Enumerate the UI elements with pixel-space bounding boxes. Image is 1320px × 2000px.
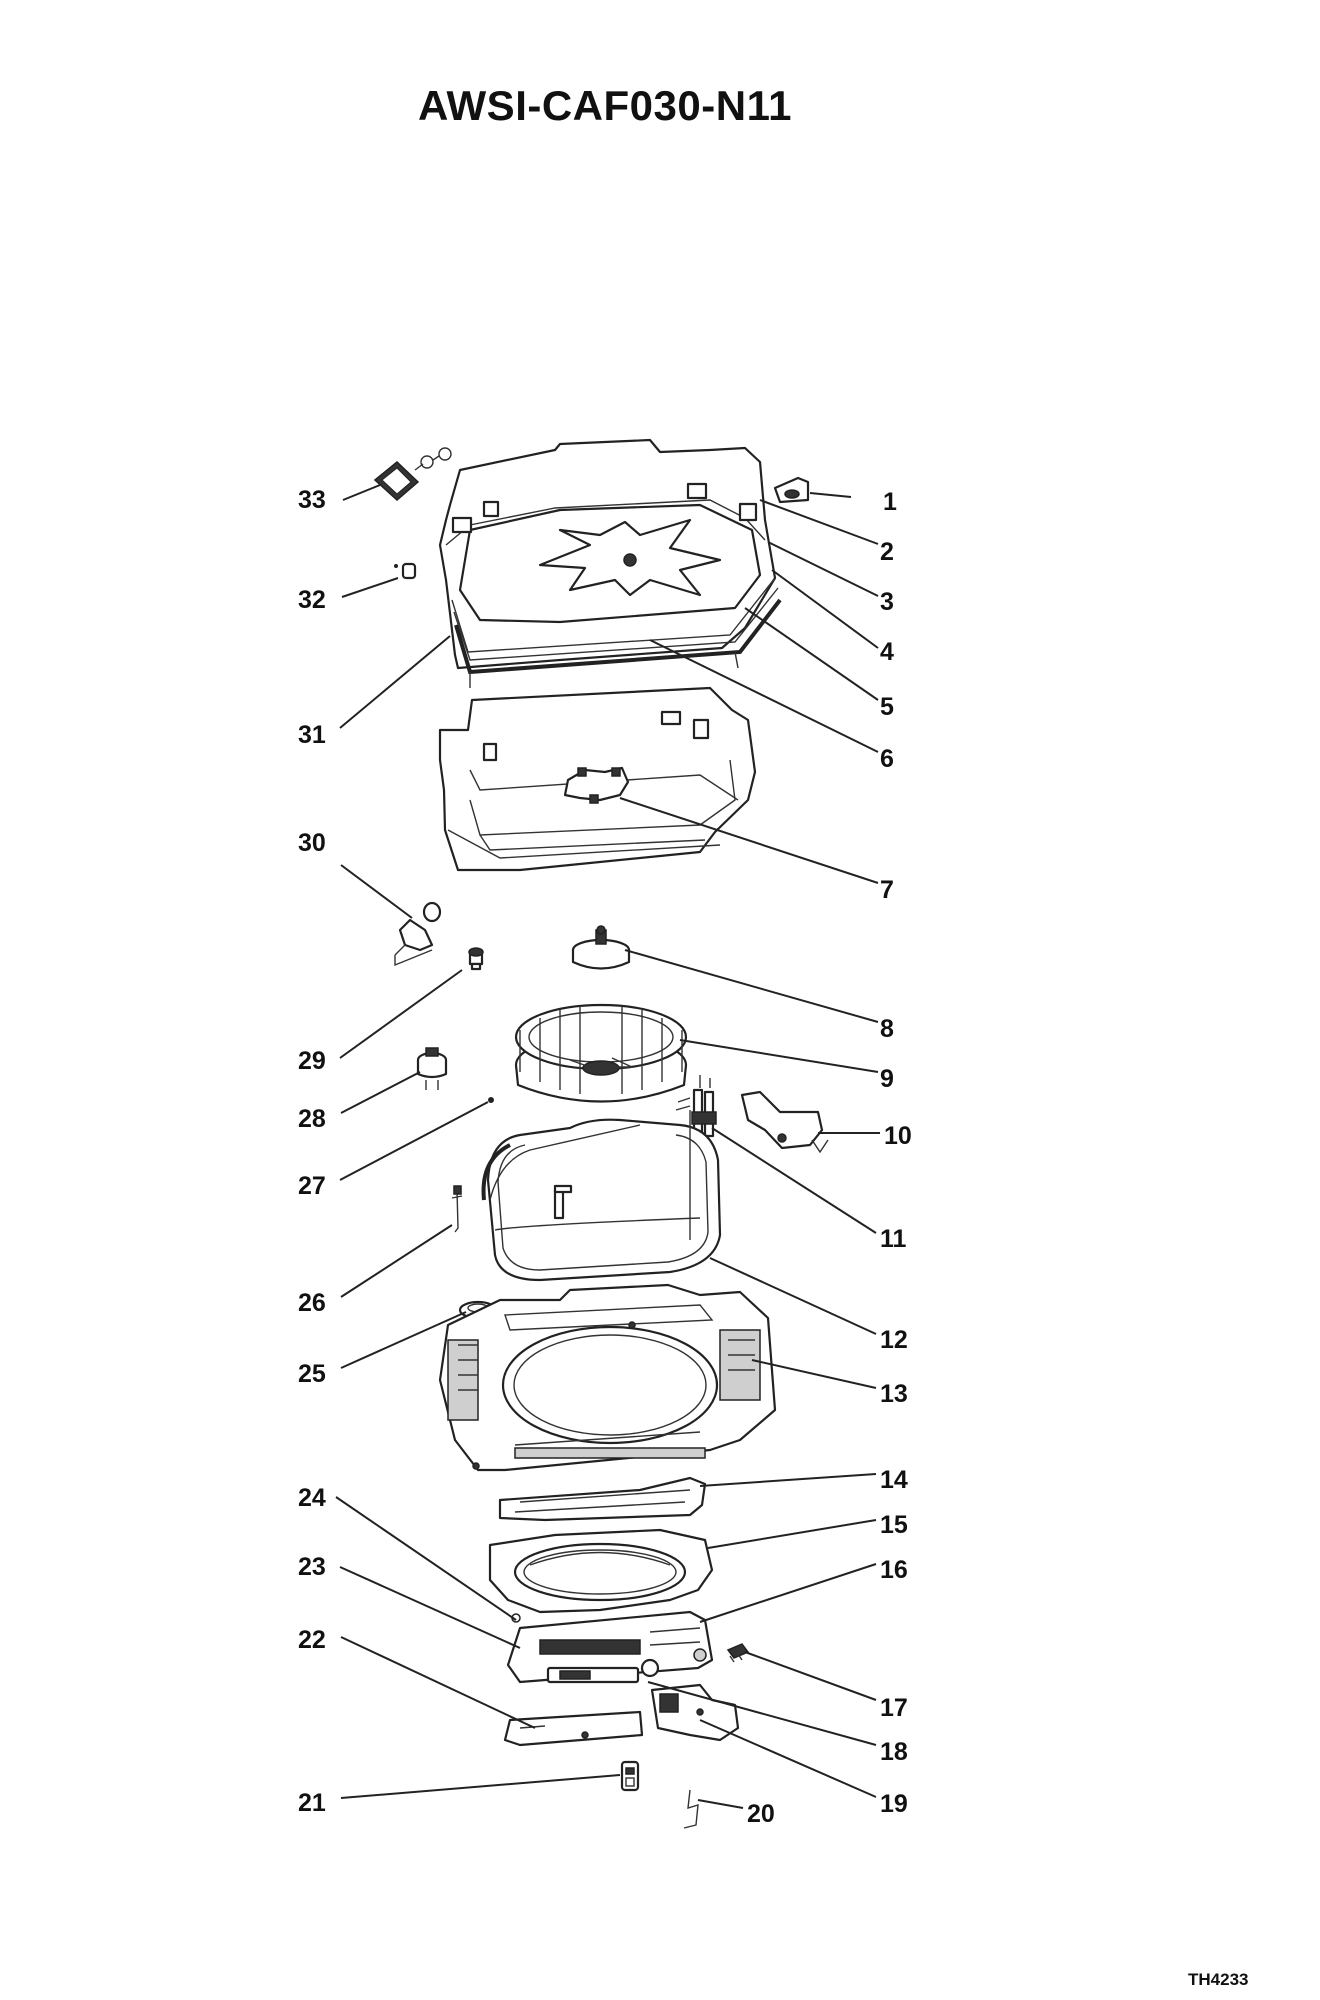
callout-33: 33 [298, 486, 326, 514]
callout-9: 9 [880, 1065, 894, 1093]
part-11-pipe-assembly [675, 1075, 717, 1144]
part-33-control-box [373, 447, 452, 502]
callout-8: 8 [880, 1015, 894, 1043]
callout-14: 14 [880, 1466, 908, 1494]
part-27-screw [488, 1097, 494, 1103]
callout-23: 23 [298, 1553, 326, 1581]
callout-24: 24 [298, 1484, 326, 1512]
part-12-heat-exchanger [481, 1110, 722, 1282]
callout-29: 29 [298, 1047, 326, 1075]
callout-30: 30 [298, 829, 326, 857]
drawing-code: TH4233 [1188, 1970, 1249, 1989]
part-17-connector [726, 1643, 750, 1663]
callout-10: 10 [884, 1122, 912, 1150]
callout-11: 11 [880, 1225, 907, 1253]
callout-28: 28 [298, 1105, 326, 1133]
callout-labels: 33 32 31 30 29 28 27 26 25 24 23 22 21 1… [298, 486, 912, 1828]
part-26-sensor [451, 1185, 463, 1233]
callout-3: 3 [880, 588, 894, 616]
part-13-drain-pan [438, 1283, 777, 1472]
part-1-bracket [773, 476, 810, 504]
callout-4: 4 [880, 638, 894, 666]
top-cabinet-assembly [438, 438, 782, 688]
callout-7: 7 [880, 876, 894, 904]
callout-31: 31 [298, 721, 326, 749]
part-21-remote-control [620, 1760, 640, 1792]
callout-15: 15 [880, 1511, 908, 1539]
part-10-pipe-bracket [740, 1090, 829, 1154]
callout-5: 5 [880, 693, 894, 721]
part-14-panel-trim [498, 1476, 707, 1522]
part-7-casing [438, 686, 757, 872]
part-22-cover [503, 1710, 644, 1747]
part-29-float-switch [468, 947, 484, 971]
callout-1: 1 [883, 488, 897, 516]
callout-6: 6 [880, 745, 894, 773]
part-30-drain-pump [394, 901, 442, 967]
callout-20: 20 [747, 1800, 775, 1828]
callout-16: 16 [880, 1556, 908, 1584]
diagram-title: AWSI-CAF030-N11 [418, 82, 792, 129]
callout-27: 27 [298, 1172, 326, 1200]
leader-lines [335, 484, 880, 1809]
callout-12: 12 [880, 1326, 908, 1354]
callout-22: 22 [298, 1626, 326, 1654]
callout-2: 2 [880, 538, 894, 566]
part-15-decoration-panel [488, 1528, 714, 1614]
part-16-louver-panel [506, 1610, 714, 1684]
part-32-small-fitting [394, 562, 417, 580]
callout-17: 17 [880, 1694, 908, 1722]
part-8-fan-motor [571, 925, 631, 970]
callout-25: 25 [298, 1360, 326, 1388]
callout-18: 18 [880, 1738, 908, 1766]
callout-32: 32 [298, 586, 326, 614]
part-9-turbo-fan [514, 1003, 688, 1103]
callout-21: 21 [298, 1789, 326, 1817]
callout-19: 19 [880, 1790, 908, 1818]
part-20-wire [683, 1789, 699, 1829]
callout-26: 26 [298, 1289, 326, 1317]
part-18-control-board [546, 1658, 660, 1684]
callout-13: 13 [880, 1380, 908, 1408]
part-28-drain-pump-assembly [416, 1047, 448, 1090]
